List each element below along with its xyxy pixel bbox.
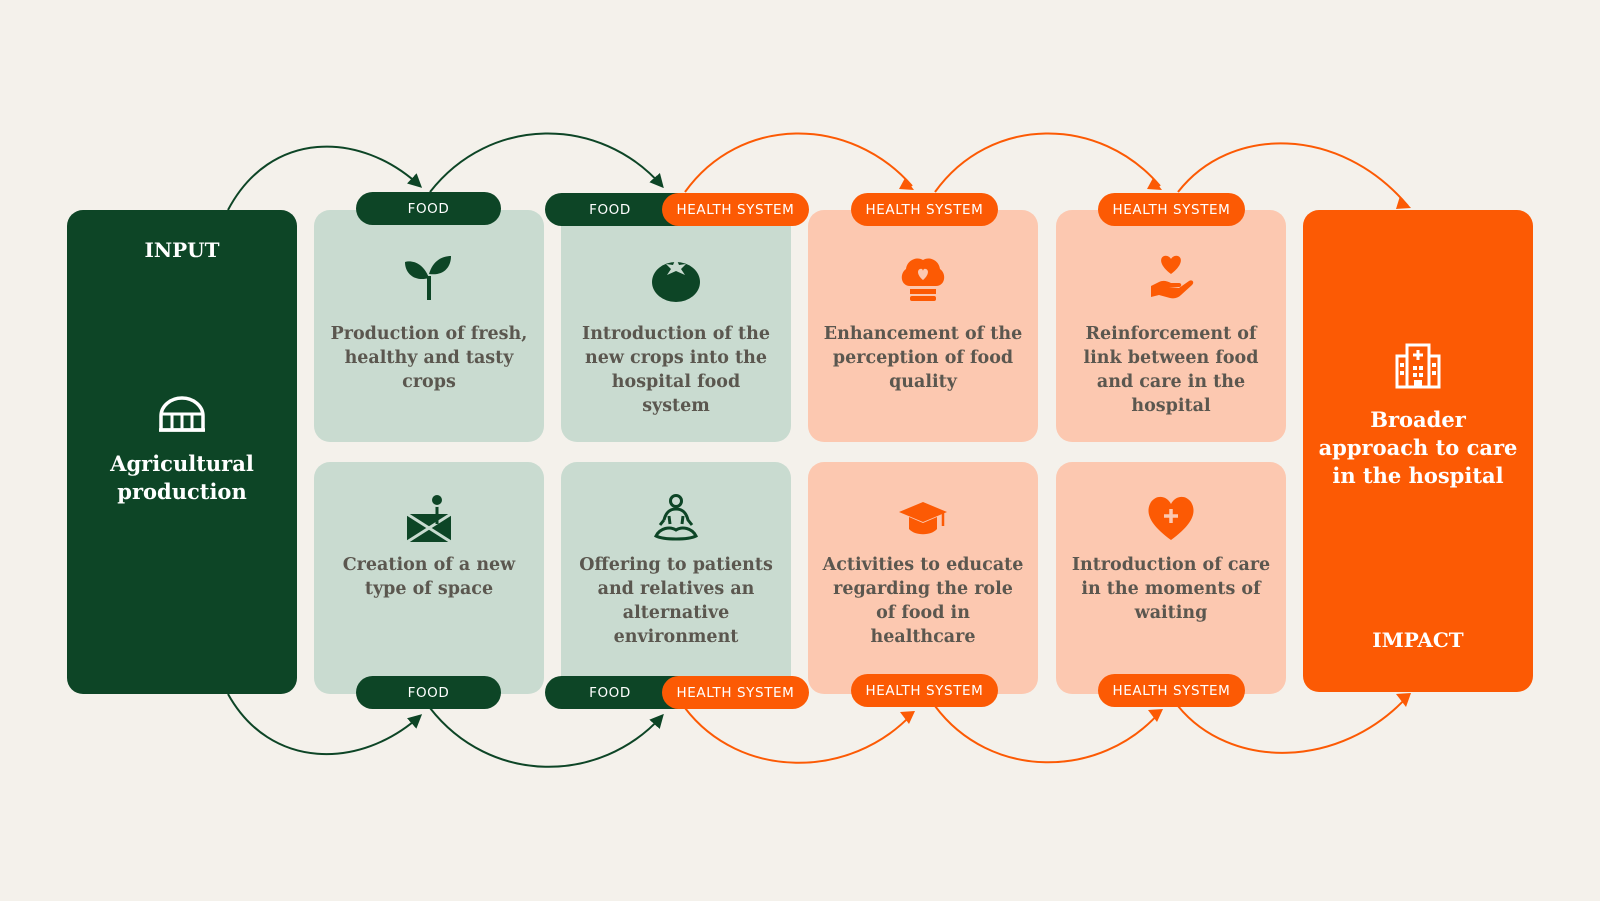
arrowhead-bottom-5 xyxy=(1396,693,1411,707)
hospital-building-icon xyxy=(1395,343,1441,389)
arrowhead-bottom-3 xyxy=(900,711,915,724)
tag-health-bottom-2: HEALTH SYSTEM xyxy=(662,676,809,709)
arrow-bottom-3 xyxy=(684,707,913,764)
heart-plus-icon xyxy=(1148,496,1194,540)
tag-food-top-1: FOOD xyxy=(356,192,501,225)
tomato-icon xyxy=(652,258,700,302)
card-care-waiting: Introduction of care in the moments of w… xyxy=(1056,462,1286,694)
tag-health-bottom-4: HEALTH SYSTEM xyxy=(1098,674,1245,707)
impact-title: IMPACT xyxy=(1372,628,1464,652)
impact-box: Broader approach to care in the hospital… xyxy=(1303,210,1533,692)
card-text: Introduction of care in the moments of w… xyxy=(1071,555,1271,623)
arrowhead-bottom-4 xyxy=(1148,709,1163,722)
tag-health-top-3: HEALTH SYSTEM xyxy=(851,193,998,226)
card-food-care-link: Reinforcement of link between food and c… xyxy=(1056,210,1286,442)
arrow-bottom-2 xyxy=(429,707,664,768)
card-education-activities: Activities to educate regarding the role… xyxy=(808,462,1038,694)
card-new-crops-food-system: Introduction of the new crops into the h… xyxy=(561,210,791,442)
card-alternative-environment: Offering to patients and relatives an al… xyxy=(561,462,791,694)
tag-health-top-2: HEALTH SYSTEM xyxy=(662,193,809,226)
tag-health-bottom-3: HEALTH SYSTEM xyxy=(851,674,998,707)
map-pin-icon xyxy=(406,493,452,544)
arrow-top-4 xyxy=(934,132,1161,193)
card-text: Creation of a new type of space xyxy=(342,555,516,599)
input-box: INPUT Agricultural production xyxy=(67,210,297,694)
greenhouse-icon xyxy=(159,396,205,432)
input-title: INPUT xyxy=(144,238,220,262)
arrowhead-top-3 xyxy=(899,178,914,190)
arrow-bottom-4 xyxy=(934,705,1161,764)
impact-label: Broader approach to care in the hospital xyxy=(1318,407,1518,488)
card-new-space: Creation of a new type of space xyxy=(314,462,544,694)
card-food-quality: Enhancement of the perception of food qu… xyxy=(808,210,1038,442)
tag-health-top-4: HEALTH SYSTEM xyxy=(1098,193,1245,226)
graduation-cap-icon xyxy=(899,502,947,535)
arrowhead-top-4 xyxy=(1147,178,1162,190)
chef-hat-icon xyxy=(901,258,945,301)
card-text: Offering to patients and relatives an al… xyxy=(579,555,773,647)
card-text: Reinforcement of link between food and c… xyxy=(1083,324,1259,416)
card-text: Introduction of the new crops into the h… xyxy=(582,324,770,416)
meditation-icon xyxy=(653,494,699,541)
heart-hand-icon xyxy=(1151,255,1194,299)
card-text: Activities to educate regarding the role… xyxy=(822,555,1024,647)
arrow-top-3 xyxy=(684,132,913,193)
arrowhead-top-5 xyxy=(1396,196,1411,209)
card-fresh-crops: Production of fresh, healthy and tasty c… xyxy=(314,210,544,442)
tag-food-bottom-1: FOOD xyxy=(356,676,501,709)
sprout-icon xyxy=(405,256,451,300)
card-text: Enhancement of the perception of food qu… xyxy=(823,324,1023,392)
arrow-top-2 xyxy=(429,132,664,193)
card-text: Production of fresh, healthy and tasty c… xyxy=(330,324,528,392)
input-label: Agricultural production xyxy=(110,451,254,504)
